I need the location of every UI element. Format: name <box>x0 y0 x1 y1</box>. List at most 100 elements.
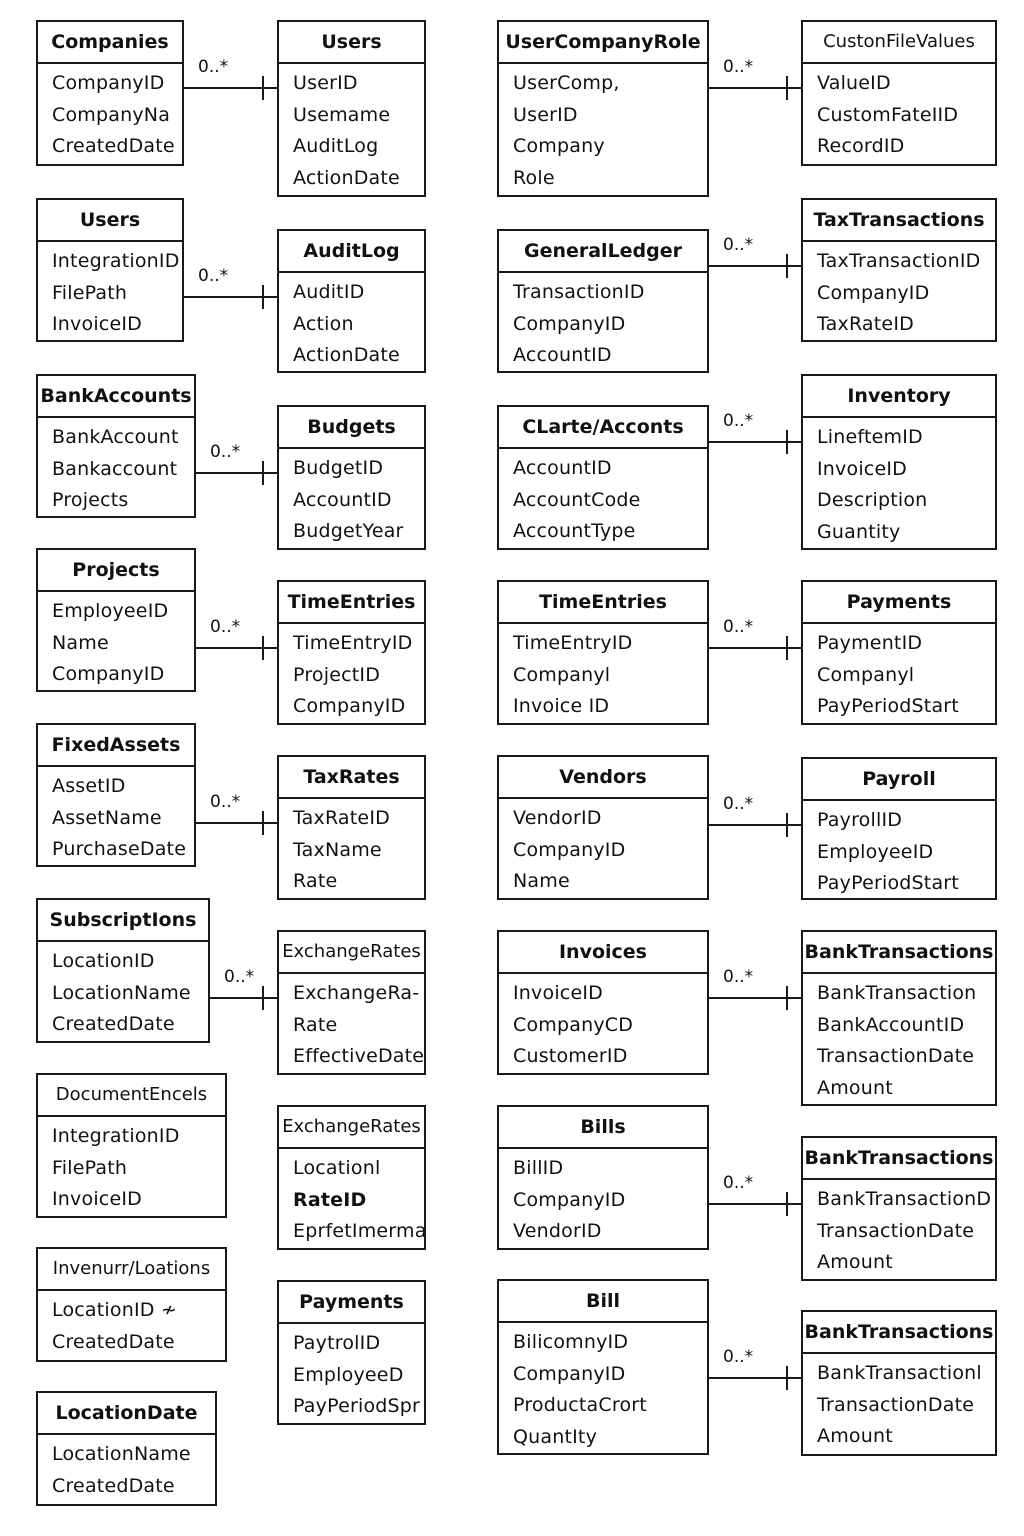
entity-title: BankAccounts <box>38 376 194 418</box>
entity-field: VendorID <box>513 1220 602 1242</box>
entity-field: CompanyID <box>817 281 930 304</box>
entity-field: CompanyID <box>52 663 165 685</box>
entity-field: AuditID <box>293 281 365 303</box>
entity-field: AccountID <box>293 488 392 511</box>
multiplicity-label: 0..* <box>723 794 753 814</box>
multiplicity-label: 0..* <box>198 266 228 286</box>
entity-field: PaytrolID <box>293 1332 381 1354</box>
multiplicity-label: 0..* <box>210 792 240 812</box>
entity-field: ExchangeRa- <box>293 982 420 1004</box>
entity-field: PayrollID <box>817 809 903 831</box>
multiplicity-label: 0..* <box>210 442 240 462</box>
entity-field: TaxRateID <box>817 313 914 335</box>
entity-title: TaxRates <box>279 757 424 799</box>
entity-field: EmployeeD <box>293 1363 404 1386</box>
entity-field: CreatedDate <box>52 1330 175 1353</box>
entity-field: UserID <box>513 103 578 126</box>
entity-field: BankTransactionD <box>817 1188 992 1210</box>
entity-field: Action <box>293 312 354 335</box>
entity-field: RecordID <box>817 135 905 157</box>
multiplicity-label: 0..* <box>723 967 753 987</box>
entity-field: PayPeriodStart <box>817 695 959 717</box>
entity-field: UserComp, <box>513 72 620 94</box>
entity-field: Name <box>52 631 109 654</box>
entity-field: EmployeeID <box>817 840 934 863</box>
entity-field: VendorID <box>513 807 602 829</box>
entity-field: LocationID <box>52 950 155 972</box>
entity-field: EmployeeID <box>52 600 169 622</box>
entity-field: LineftemID <box>817 426 923 448</box>
entity-field: TransactionID <box>513 281 645 303</box>
entity-title: Payments <box>279 1282 424 1324</box>
entity-title: DocumentEncels <box>38 1075 225 1117</box>
entity-field: InvoiceID <box>817 457 907 480</box>
entity-field: AccountID <box>513 457 612 479</box>
entity-field: AuditLog <box>293 135 379 157</box>
entity-field: BudgetYear <box>293 520 404 542</box>
entity-field: PayPeriodSpr <box>293 1395 421 1417</box>
entity-title: Invenurr/Loations <box>38 1249 225 1291</box>
entity-title: ExchangeRates <box>279 932 424 974</box>
entity-title: CLarte/Acconts <box>499 407 707 449</box>
entity-field: LocationName <box>52 1443 191 1465</box>
entity-field: FilePath <box>52 281 128 304</box>
entity-field: Role <box>513 166 555 189</box>
entity-field: Companyl <box>513 663 611 686</box>
entity-field: Description <box>817 489 928 511</box>
entity-field: BilicomnyID <box>513 1331 629 1353</box>
entity-field: UserID <box>293 72 358 94</box>
entity-field: TransactionDate <box>817 1393 975 1416</box>
entity-field: RateID <box>293 1188 367 1211</box>
multiplicity-label: 0..* <box>723 1347 753 1367</box>
entity-field: ValueID <box>817 72 891 94</box>
entity-field: BankTransactionl <box>817 1362 982 1384</box>
entity-field: InvoiceID <box>513 982 603 1004</box>
